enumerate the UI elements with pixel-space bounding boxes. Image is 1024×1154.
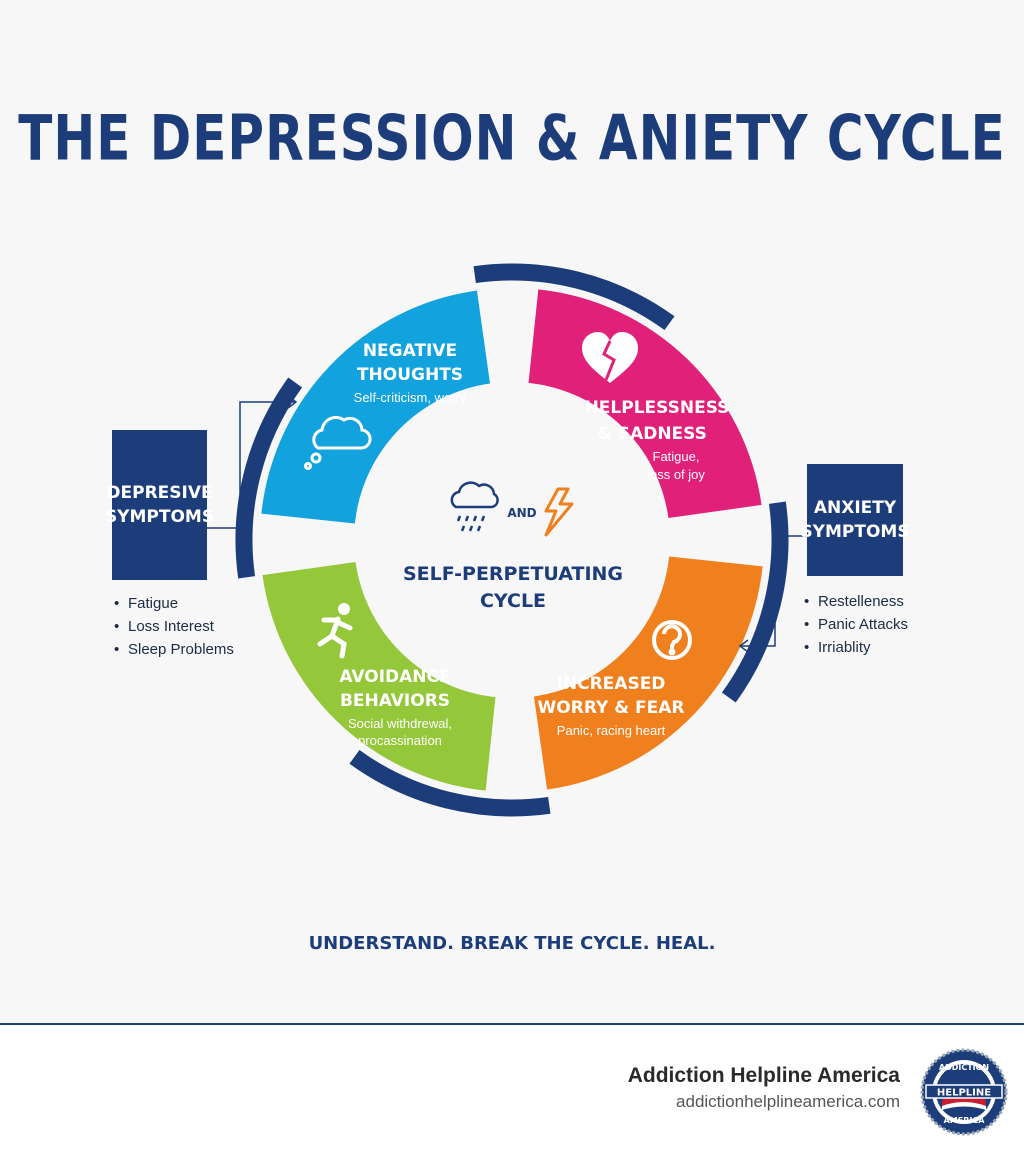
segment-increased-worry-fear bbox=[533, 556, 763, 790]
depressive-symptom-list: Fatigue Loss Interest Sleep Problems bbox=[114, 592, 234, 661]
list-item: Restelleness bbox=[804, 590, 908, 613]
segment-avoidance-behaviors bbox=[262, 561, 496, 791]
segment-title: & SADNESS bbox=[597, 424, 707, 444]
broken-heart-icon bbox=[582, 332, 638, 383]
anxiety-symptoms-box: ANXIETY SYMPTOMS bbox=[800, 464, 910, 576]
arrow-head-icon bbox=[287, 395, 298, 409]
segment-title: NEGATIVE bbox=[363, 341, 457, 361]
depressive-symptoms-box: DEPRESIVE SYMPTOMS bbox=[105, 430, 214, 580]
anxiety-symptom-list: Restelleness Panic Attacks Irriablity bbox=[804, 590, 908, 659]
arrow-head-icon bbox=[738, 639, 749, 653]
box-label: SYMPTOMS bbox=[800, 522, 910, 542]
page-title: THE DEPRESSION & ANIETY CYCLE bbox=[18, 102, 1006, 175]
helpline-badge-logo: HELPLINE ADDICTION AMERICA bbox=[920, 1048, 1008, 1136]
segment-description: loss of joy bbox=[647, 467, 705, 482]
brand-name: Addiction Helpline America bbox=[627, 1064, 900, 1087]
running-person-icon bbox=[317, 603, 353, 659]
rain-cloud-icon bbox=[450, 481, 499, 532]
thought-cloud-icon bbox=[304, 415, 372, 470]
box-label: DEPRESIVE bbox=[106, 483, 213, 503]
footer bbox=[0, 1025, 1024, 1154]
cycle-arrow-bottom bbox=[349, 749, 551, 817]
brand-url: addictionhelplineamerica.com bbox=[676, 1092, 900, 1111]
list-item: Sleep Problems bbox=[114, 638, 234, 661]
center-label: CYCLE bbox=[480, 590, 546, 612]
svg-text:HELPLINE: HELPLINE bbox=[937, 1088, 991, 1099]
center-connector: AND bbox=[507, 506, 536, 520]
segment-description: Self-criticism, worry bbox=[354, 390, 467, 405]
question-icon bbox=[652, 620, 692, 660]
box-label: SYMPTOMS bbox=[104, 507, 215, 527]
segment-description: Panic, racing heart bbox=[557, 723, 666, 738]
segment-description: Fatigue, bbox=[653, 449, 700, 464]
list-item: Loss Interest bbox=[114, 615, 234, 638]
segment-title: THOUGHTS bbox=[357, 365, 463, 385]
cycle-arrow-top bbox=[473, 263, 675, 331]
segment-title: INCREASED bbox=[557, 674, 666, 694]
segment-title: BEHAVIORS bbox=[340, 691, 450, 711]
tagline: UNDERSTAND. BREAK THE CYCLE. HEAL. bbox=[308, 933, 716, 954]
lightning-icon bbox=[544, 487, 574, 537]
list-item: Panic Attacks bbox=[804, 613, 908, 636]
segment-title: AVOIDANCE bbox=[339, 667, 450, 687]
svg-text:ADDICTION: ADDICTION bbox=[939, 1063, 989, 1072]
segment-title: WORRY & FEAR bbox=[538, 698, 685, 718]
depressive-connector-line bbox=[207, 401, 296, 529]
center-label: SELF-PERPETUATING bbox=[403, 563, 623, 585]
center-circle bbox=[362, 390, 662, 690]
anxiety-connector-line bbox=[740, 535, 807, 647]
cycle-arrow-right bbox=[721, 501, 789, 703]
cycle-arrow-left bbox=[235, 377, 303, 579]
list-item: Irriablity bbox=[804, 636, 908, 659]
list-item: Fatigue bbox=[114, 592, 234, 615]
segment-description: Social withdrewal, bbox=[348, 716, 452, 731]
svg-text:AMERICA: AMERICA bbox=[944, 1116, 986, 1125]
footer-divider bbox=[0, 1023, 1024, 1025]
segment-negative-thoughts bbox=[261, 290, 491, 524]
segment-title: HELPLESSNESS bbox=[585, 398, 730, 418]
box-label: ANXIETY bbox=[813, 498, 897, 518]
segment-description: procassination bbox=[358, 733, 442, 748]
